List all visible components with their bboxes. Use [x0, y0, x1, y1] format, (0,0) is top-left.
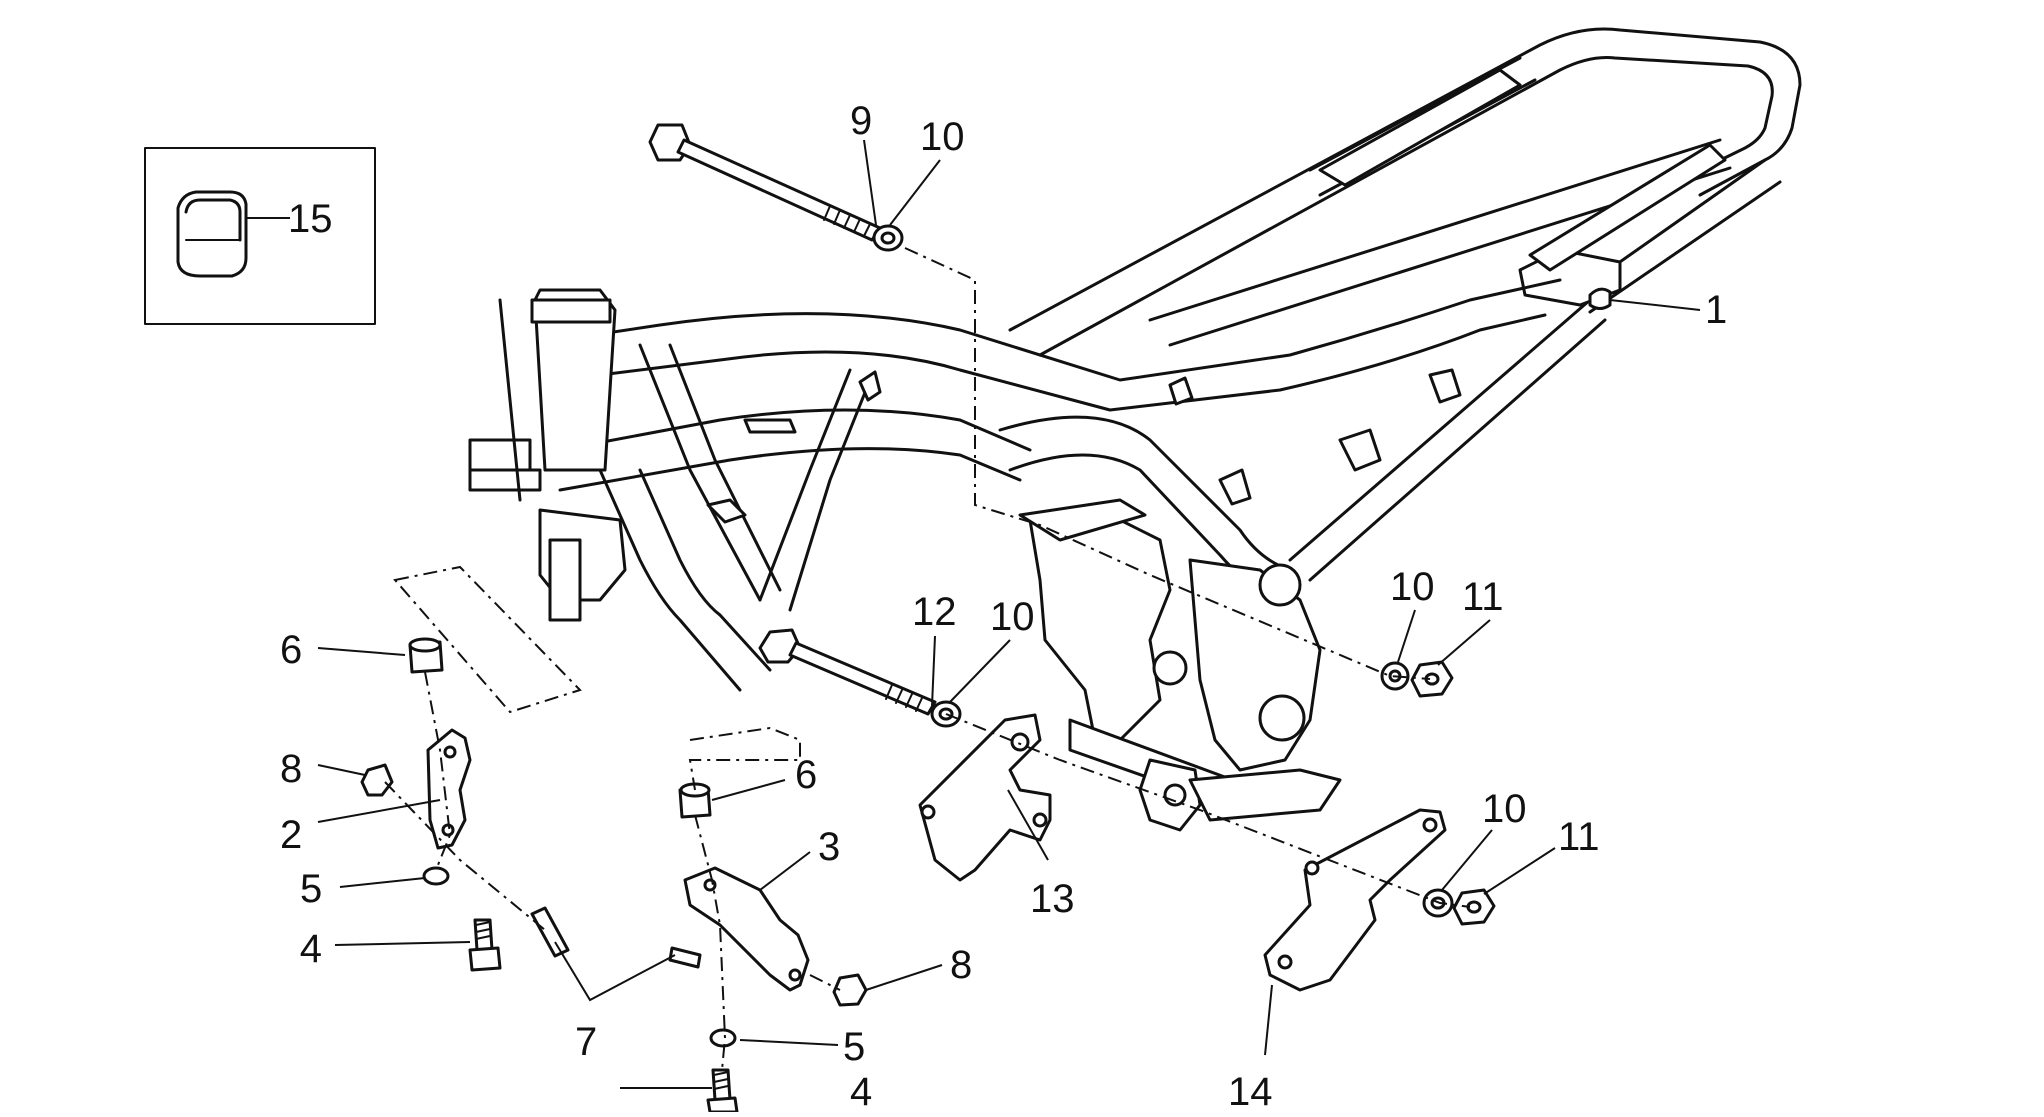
part-5-washer-center — [709, 1028, 737, 1048]
callout-labels: 1 2 3 4 4 5 5 6 6 7 8 8 9 10 10 10 10 11… — [280, 99, 1727, 1114]
leader-11b — [1483, 847, 1556, 895]
part-4-bolt-left — [468, 918, 502, 972]
part-4-bolt-center — [706, 1068, 739, 1114]
leader-7 — [554, 941, 676, 1002]
leader-1 — [1609, 299, 1701, 311]
callout-11b: 11 — [1558, 815, 1600, 859]
leader-4a — [334, 941, 471, 946]
leader-13 — [1007, 789, 1049, 861]
left-pivot-plate — [1028, 508, 1172, 742]
part-15-rubber-cap — [176, 190, 248, 278]
callout-5a: 5 — [300, 867, 322, 911]
callout-15: 15 — [288, 197, 333, 241]
leader-10d — [1441, 829, 1493, 891]
callout-10a: 10 — [920, 115, 965, 159]
callout-14: 14 — [1228, 1070, 1273, 1112]
part-3-engine-bracket-center — [683, 866, 810, 992]
part-13-footrest-bracket-left — [918, 713, 1052, 882]
callout-10c: 10 — [1390, 565, 1435, 609]
leader-10c — [1397, 609, 1416, 663]
leader-6b — [711, 779, 786, 801]
callout-11a: 11 — [1462, 575, 1504, 619]
part-11-nut-right-upper — [1410, 660, 1454, 698]
leader-3 — [759, 851, 811, 891]
leader-10a — [889, 159, 941, 226]
leader-12 — [931, 635, 936, 707]
part-5-washer-left — [422, 866, 450, 886]
part-7-stud-left — [530, 906, 570, 958]
leader-8b — [865, 964, 943, 991]
part-8-nut-center — [832, 973, 868, 1007]
leader-8a — [317, 764, 366, 776]
leader-9 — [863, 139, 877, 226]
callout-4b: 4 — [850, 1070, 872, 1112]
part-11-nut-right-lower — [1452, 888, 1496, 926]
callout-6b: 6 — [795, 753, 817, 797]
assembly-centerlines — [384, 247, 1471, 1071]
callout-7: 7 — [575, 1020, 597, 1064]
leader-lines — [246, 139, 1701, 1089]
leader-11a — [1437, 619, 1491, 666]
callout-4a: 4 — [300, 927, 322, 971]
callout-2: 2 — [280, 813, 302, 857]
part-8-nut-left — [360, 763, 394, 797]
part-14-footrest-bracket-right — [1263, 808, 1447, 992]
part-12-bolt-long — [758, 628, 937, 716]
part-6-spacer-left — [408, 637, 444, 674]
callout-13: 13 — [1030, 877, 1075, 921]
right-pivot-plate — [1188, 558, 1322, 772]
callout-5b: 5 — [843, 1025, 865, 1069]
part-7-stud-center — [668, 946, 702, 969]
callout-12: 12 — [912, 590, 957, 634]
leader-10b — [949, 639, 1011, 703]
part-9-bolt-long — [648, 123, 882, 242]
inset-frame — [144, 147, 376, 325]
callout-8b: 8 — [950, 943, 972, 987]
part-2-engine-bracket-left — [426, 728, 472, 850]
leader-2 — [317, 799, 441, 823]
inset-box — [144, 147, 376, 325]
callout-1: 1 — [1705, 288, 1727, 332]
leader-6a — [317, 647, 406, 656]
leader-14 — [1264, 984, 1273, 1056]
callout-9: 9 — [850, 99, 872, 143]
part-1-main-frame — [468, 27, 1802, 832]
callout-6a: 6 — [280, 628, 302, 672]
callout-8a: 8 — [280, 747, 302, 791]
callout-3: 3 — [818, 825, 840, 869]
part-10-washer-top — [872, 224, 904, 252]
leader-5b — [739, 1039, 839, 1046]
leader-5a — [339, 877, 426, 888]
callout-10b: 10 — [990, 595, 1035, 639]
callout-10d: 10 — [1482, 787, 1527, 831]
